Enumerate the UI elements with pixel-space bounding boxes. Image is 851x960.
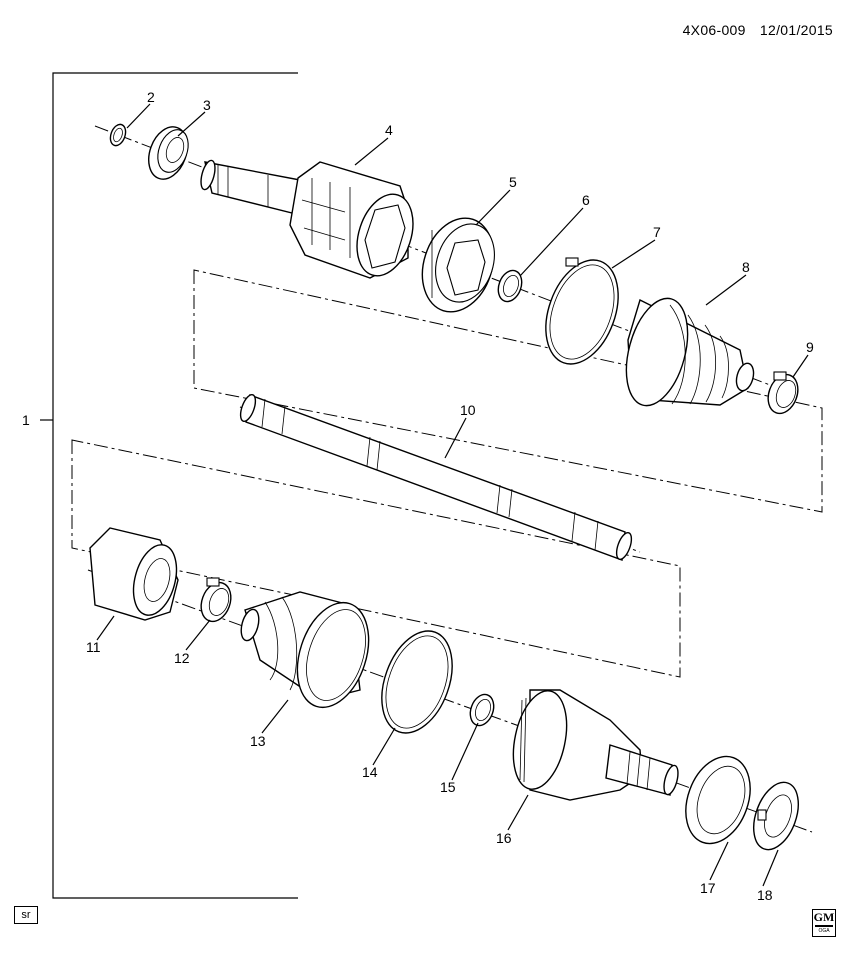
callout-14: 14 — [362, 764, 378, 780]
callout-16: 16 — [496, 830, 512, 846]
callout-11: 11 — [86, 639, 101, 655]
part-2-retaining-ring[interactable] — [108, 122, 129, 147]
part-13-outer-boot[interactable] — [238, 591, 381, 717]
part-9-boot-clamp[interactable] — [763, 370, 803, 417]
part-11-outer-joint-cage[interactable] — [89, 527, 184, 621]
callout-17: 17 — [700, 880, 716, 896]
callout-18: 18 — [757, 887, 773, 903]
part-3-seal[interactable] — [142, 121, 194, 184]
part-12-boot-clamp[interactable] — [196, 577, 236, 626]
source-tag: sr — [14, 906, 38, 924]
part-8-inner-boot[interactable] — [616, 292, 757, 413]
part-17-seal[interactable] — [674, 747, 761, 852]
part-6-retaining-ring[interactable] — [494, 267, 526, 305]
callout-8: 8 — [742, 259, 750, 275]
callout-7: 7 — [653, 224, 661, 240]
part-18-washer[interactable] — [745, 776, 807, 855]
part-14-boot-clamp[interactable] — [369, 621, 465, 742]
callout-2: 2 — [147, 89, 155, 105]
diagram-date: 12/01/2015 — [759, 22, 833, 38]
part-4-inner-joint-housing[interactable] — [198, 159, 422, 283]
callout-1: 1 — [22, 412, 30, 428]
callout-10: 10 — [460, 402, 476, 418]
part-5-tripot-spider[interactable] — [411, 209, 505, 321]
callout-13: 13 — [250, 733, 266, 749]
part-15-retaining-ring[interactable] — [466, 691, 498, 729]
callout-3: 3 — [203, 97, 211, 113]
assembly-bracket — [52, 72, 298, 899]
callout-9: 9 — [806, 339, 814, 355]
reference-box-lower — [71, 439, 681, 678]
part-10-axle-shaft[interactable] — [238, 393, 635, 561]
callout-12: 12 — [174, 650, 190, 666]
part-16-outer-joint-housing[interactable] — [505, 686, 681, 801]
diagram-header: 4X06-009 12/01/2015 — [683, 22, 833, 38]
leader-lines — [96, 103, 809, 887]
callout-4: 4 — [385, 122, 393, 138]
diagram-code: 4X06-009 — [682, 22, 746, 38]
part-7-boot-clamp[interactable] — [533, 250, 632, 374]
gm-logo: GM OGA — [812, 909, 836, 937]
callout-15: 15 — [440, 779, 456, 795]
callout-6: 6 — [582, 192, 590, 208]
callout-5: 5 — [509, 174, 517, 190]
reference-box-upper — [193, 269, 823, 513]
